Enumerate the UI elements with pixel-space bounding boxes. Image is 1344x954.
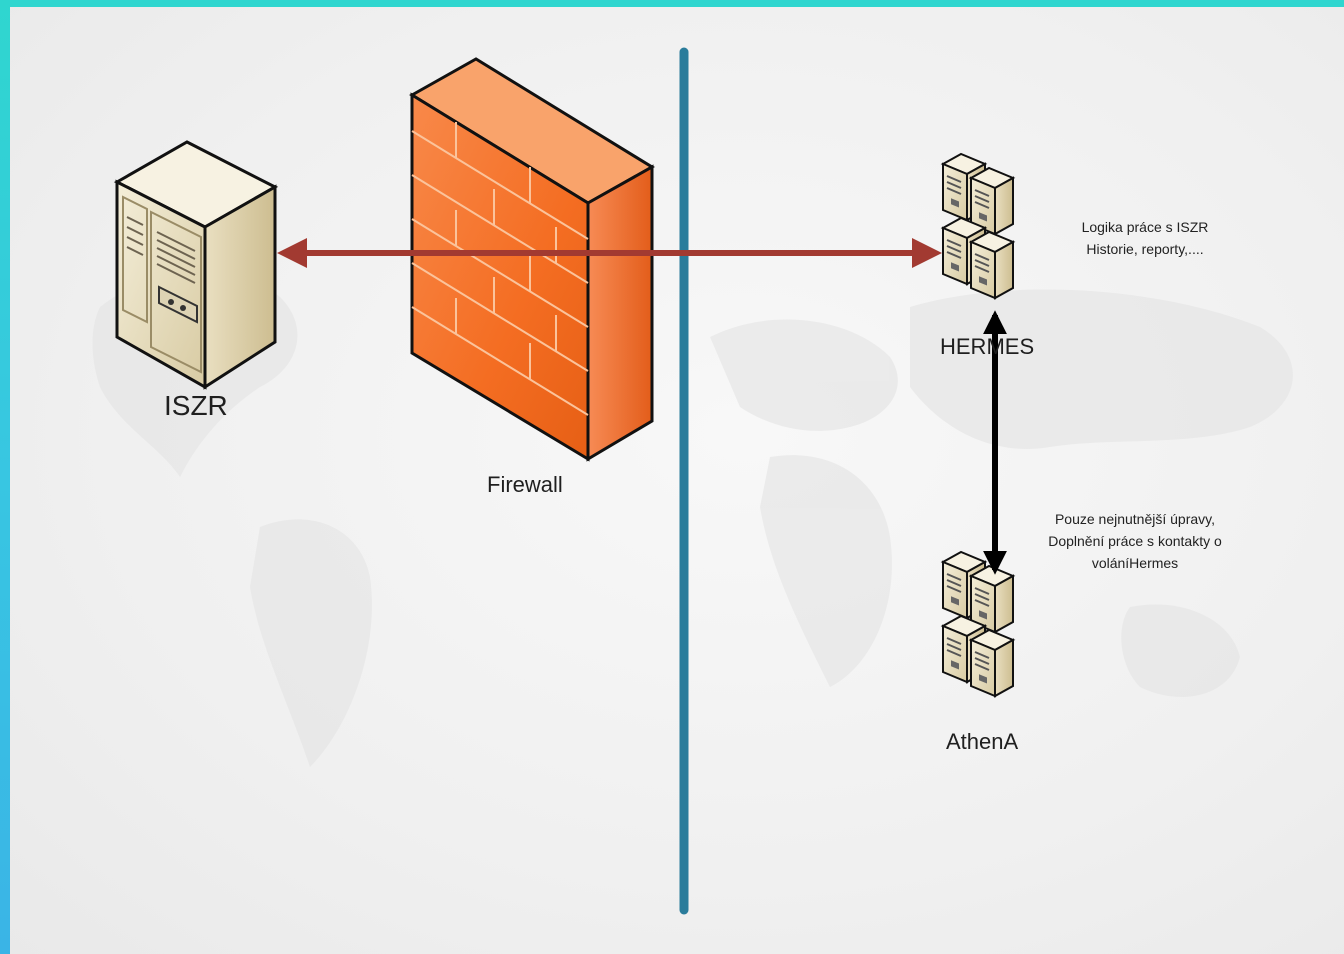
athena-note: Pouze nejnutnější úpravy, Doplnění práce…	[1020, 508, 1250, 574]
diagram-svg	[92, 47, 1293, 915]
server-rack-icon	[943, 552, 1013, 696]
athena-note-line: voláníHermes	[1091, 555, 1179, 571]
brick-wall-icon	[409, 57, 655, 462]
athena-note-line: Pouze nejnutnější úpravy,	[1054, 511, 1216, 527]
hermes-note-line: Logika práce s ISZR	[1081, 219, 1209, 235]
hermes-note-line: Historie, reporty,....	[1086, 241, 1204, 257]
tower-server-icon	[113, 140, 279, 390]
iszr-label: ISZR	[164, 390, 228, 421]
diagram-canvas: ISZR Firewall HERMES AthenA Logika práce…	[10, 7, 1344, 954]
athena-note-line: Doplnění práce s kontakty o	[1048, 533, 1222, 549]
firewall-label: Firewall	[487, 472, 563, 497]
athena-label: AthenA	[946, 729, 1019, 754]
hermes-note: Logika práce s ISZR Historie, reporty,..…	[1050, 216, 1240, 260]
server-rack-icon	[943, 154, 1013, 298]
hermes-label: HERMES	[940, 334, 1035, 359]
